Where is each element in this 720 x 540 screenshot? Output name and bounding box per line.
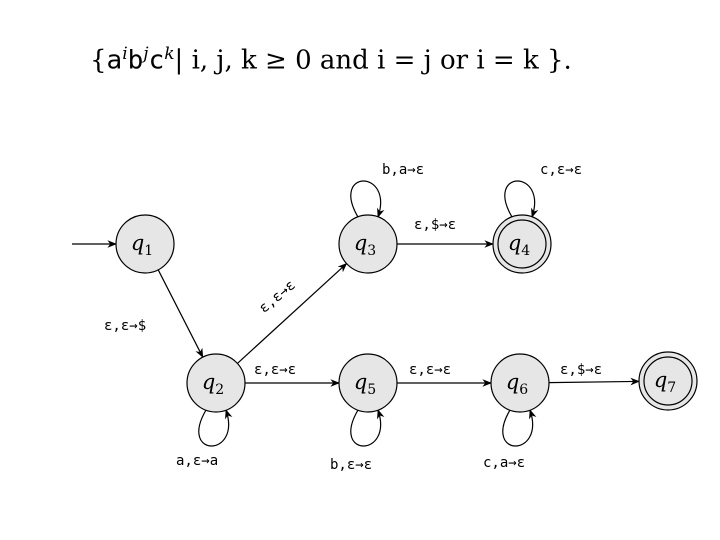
formula-exp-k: k <box>164 44 175 64</box>
state-q7-circle <box>638 351 698 411</box>
state-q3-label: q3 <box>354 231 376 259</box>
state-q1-label: q1 <box>131 231 153 259</box>
state-subscript: 1 <box>144 243 153 259</box>
state-q7-accept-ring <box>643 356 693 406</box>
formula-symbol-a: a <box>106 45 123 76</box>
transition-q2-q2-loop <box>198 409 233 447</box>
state-letter: q <box>354 370 367 394</box>
state-subscript: 5 <box>367 382 376 398</box>
state-q5-label: q5 <box>354 370 376 398</box>
transition-q4-q4-loop <box>504 180 539 218</box>
state-q7: q7 <box>638 351 698 411</box>
formula-condition: | i, j, k ≥ 0 and i = j or i = k }. <box>174 45 572 76</box>
state-subscript: 6 <box>519 382 528 398</box>
transition-q6-q6-loop <box>502 409 537 447</box>
state-letter: q <box>131 231 144 255</box>
transition-q3-q3-label: b,a→ε <box>382 162 424 178</box>
state-q5-circle <box>338 353 398 413</box>
formula-symbol-c: c <box>148 45 165 76</box>
transition-q5-q5-label: b,ε→ε <box>330 457 372 473</box>
transition-q3-q4-label: ε,$→ε <box>414 217 456 233</box>
transition-q4-q4-label: c,ε→ε <box>540 162 582 178</box>
state-q1: q1 <box>115 214 175 274</box>
state-subscript: 4 <box>521 243 530 259</box>
transition-q3-q3-loop <box>350 180 385 218</box>
state-letter: q <box>354 231 367 255</box>
state-letter: q <box>202 370 215 394</box>
formula-exp-i: i <box>122 44 128 64</box>
transition-q6-q7-arrow <box>548 377 640 386</box>
transition-q5-q5-loop <box>350 409 385 447</box>
transition-q2-q2-label: a,ε→a <box>176 453 218 469</box>
state-q3: q3 <box>338 214 398 274</box>
state-q7-label: q7 <box>654 368 676 396</box>
state-q1-circle <box>115 214 175 274</box>
transition-q6-q7-label: ε,$→ε <box>560 362 602 378</box>
formula-exp-j: j <box>143 44 149 64</box>
state-q4: q4 <box>492 214 552 274</box>
formula-symbol-b: b <box>127 45 144 76</box>
transition-q2-q3-label: ε,ε→ε <box>256 277 299 316</box>
state-q2-label: q2 <box>202 370 224 398</box>
state-letter: q <box>654 368 667 392</box>
transition-q1-q2-arrow <box>157 269 204 359</box>
state-q6-circle <box>490 353 550 413</box>
state-q6: q6 <box>490 353 550 413</box>
transition-q5-q6-label: ε,ε→ε <box>409 362 451 378</box>
transition-q2-q5-label: ε,ε→ε <box>254 362 296 378</box>
formula-open-brace: { <box>90 45 107 76</box>
language-formula: {aibjck| i, j, k ≥ 0 and i = j or i = k … <box>90 44 572 76</box>
state-q5: q5 <box>338 353 398 413</box>
state-q4-circle <box>492 214 552 274</box>
state-letter: q <box>506 370 519 394</box>
state-q4-accept-ring <box>497 219 547 269</box>
state-letter: q <box>508 231 521 255</box>
state-subscript: 2 <box>215 382 224 398</box>
transition-q6-q6-label: c,a→ε <box>483 455 525 471</box>
state-q6-label: q6 <box>506 370 528 398</box>
state-subscript: 3 <box>367 243 376 259</box>
state-q4-label: q4 <box>508 231 530 259</box>
state-subscript: 7 <box>667 380 676 396</box>
state-q2: q2 <box>186 353 246 413</box>
state-q2-circle <box>186 353 246 413</box>
state-q3-circle <box>338 214 398 274</box>
transition-q2-q3-arrow <box>236 262 348 364</box>
transition-q1-q2-label: ε,ε→$ <box>104 318 146 334</box>
